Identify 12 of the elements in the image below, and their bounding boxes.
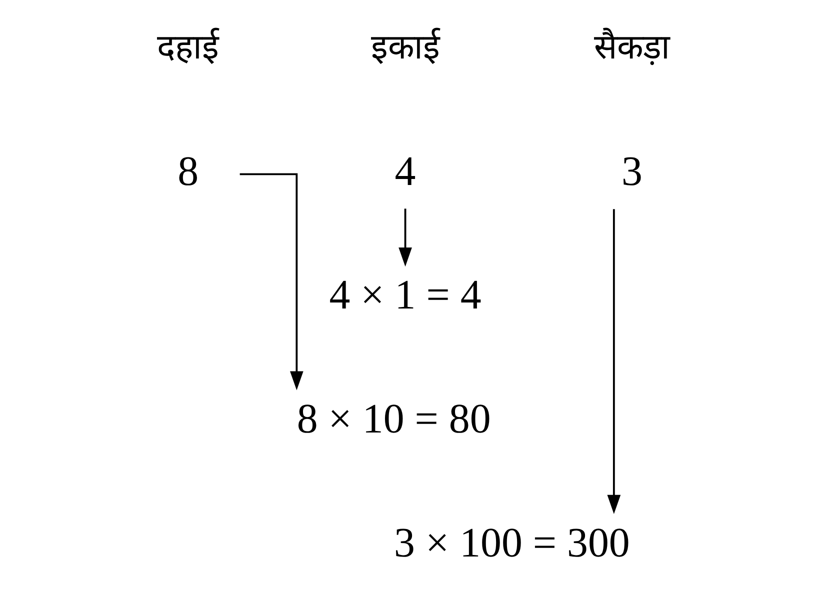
node-text: 3 bbox=[621, 148, 642, 195]
node-text: 8 bbox=[177, 148, 198, 195]
node-text: 3 × 100 = 300 bbox=[394, 520, 630, 566]
label: दहाई bbox=[156, 28, 219, 68]
arrow bbox=[239, 173, 303, 390]
arrow bbox=[606, 209, 620, 514]
label: सैकड़ा bbox=[594, 28, 670, 68]
label: इकाई bbox=[370, 28, 440, 68]
node-text: 4 bbox=[394, 148, 416, 195]
node-text: 8 × 10 = 80 bbox=[296, 396, 490, 443]
node-text: 4 × 1 = 4 bbox=[328, 272, 481, 319]
arrow bbox=[398, 208, 412, 267]
